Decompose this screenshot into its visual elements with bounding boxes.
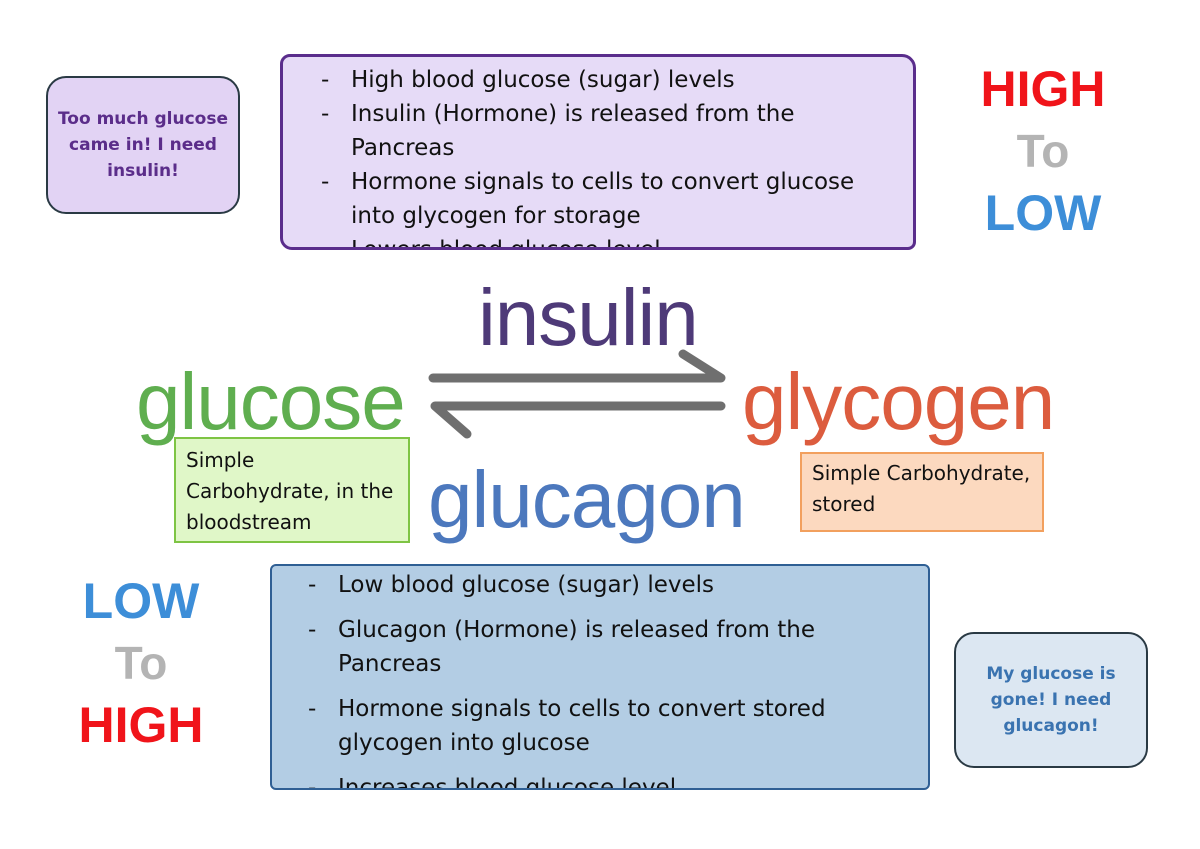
list-item: -Glucagon (Hormone) is released from the… — [308, 617, 816, 677]
glycogen-note: Simple Carbohydrate, stored — [800, 452, 1044, 532]
low-word: LOW — [984, 185, 1102, 241]
insulin-info-panel: -High blood glucose (sugar) levels -Insu… — [280, 54, 916, 250]
high-word: HIGH — [980, 61, 1106, 117]
insulin-info-list: -High blood glucose (sugar) levels -Insu… — [283, 57, 913, 250]
bubble-text: Too much glucose came in! I need insulin… — [57, 109, 229, 181]
bubble-text: My glucose is gone! I need glucagon! — [986, 664, 1116, 736]
list-item: -Lowers blood glucose level — [321, 237, 661, 250]
glucose-note-text: Simple Carbohydrate, in the bloodstream — [186, 448, 394, 534]
reversible-arrows-icon — [428, 349, 726, 439]
list-item: -Increases blood glucose level — [308, 775, 677, 790]
glucagon-info-list: -Low blood glucose (sugar) levels -Gluca… — [272, 566, 928, 790]
glucagon-label: glucagon — [428, 455, 746, 544]
high-to-low-label: HIGH To LOW — [960, 58, 1126, 244]
forward-arrow — [428, 349, 726, 383]
list-item: -Hormone signals to cells to convert glu… — [321, 169, 855, 229]
low-to-high-label: LOW To HIGH — [58, 570, 224, 756]
glycogen-note-text: Simple Carbohydrate, stored — [812, 461, 1031, 516]
to-word: To — [1016, 125, 1070, 177]
high-word: HIGH — [78, 697, 204, 753]
reverse-arrow — [430, 401, 726, 439]
list-item: -Insulin (Hormone) is released from the … — [321, 101, 795, 161]
speech-bubble-glucagon: My glucose is gone! I need glucagon! — [954, 632, 1148, 768]
list-item: -Hormone signals to cells to convert sto… — [308, 696, 826, 756]
glycogen-label: glycogen — [742, 357, 1055, 446]
to-word: To — [114, 637, 168, 689]
low-word: LOW — [82, 573, 200, 629]
list-item: -Low blood glucose (sugar) levels — [308, 572, 715, 598]
glucagon-info-panel: -Low blood glucose (sugar) levels -Gluca… — [270, 564, 930, 790]
insulin-label: insulin — [478, 273, 699, 362]
glucose-label: glucose — [136, 357, 406, 446]
speech-bubble-insulin: Too much glucose came in! I need insulin… — [46, 76, 240, 214]
glucose-note: Simple Carbohydrate, in the bloodstream — [174, 437, 410, 543]
list-item: -High blood glucose (sugar) levels — [321, 67, 735, 93]
